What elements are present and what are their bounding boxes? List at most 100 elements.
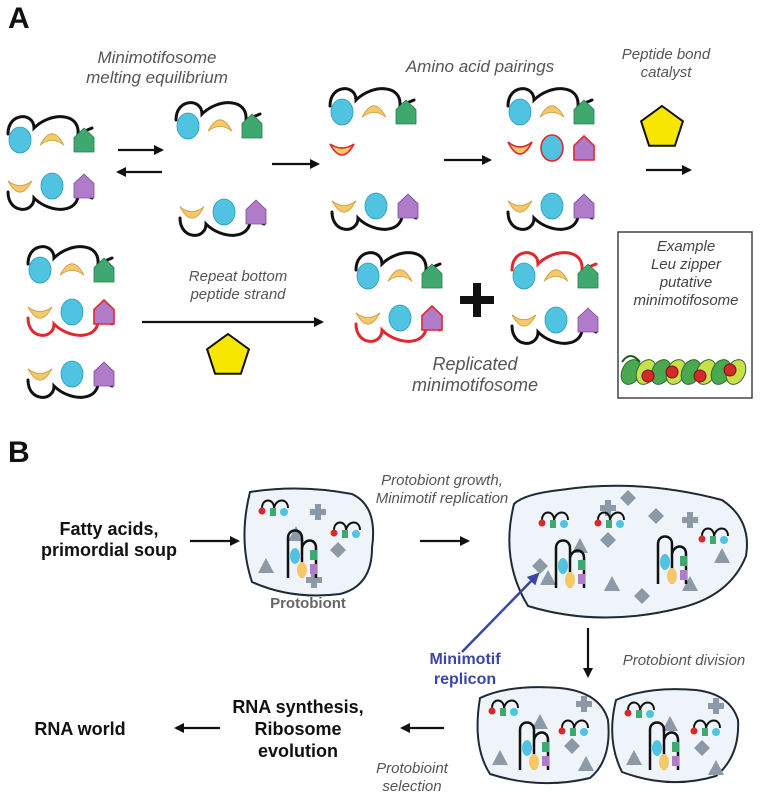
replicon-blue <box>652 740 662 756</box>
replicon-yellow <box>659 754 669 770</box>
chevron-monomer <box>577 263 599 289</box>
panel-b-letter: B <box>8 436 30 469</box>
diamond-shape <box>634 588 650 604</box>
mini-blue <box>280 508 288 516</box>
replicon-yellow <box>667 568 677 584</box>
replicon-yellow <box>565 572 575 588</box>
replicon-green <box>578 560 585 570</box>
mini-motif <box>258 499 289 516</box>
circle-monomer <box>512 262 536 290</box>
triangle-shape <box>540 570 556 585</box>
mini-green <box>570 728 576 736</box>
cross-bar-h <box>306 577 322 583</box>
mini-green <box>710 536 716 544</box>
protobioint-selection-label: Protobioint selection <box>376 760 448 795</box>
mini-red-dot <box>624 709 632 717</box>
peptide-strand <box>506 87 594 109</box>
diamond-shape <box>564 738 580 754</box>
diamond-shape <box>330 542 346 558</box>
mini-green <box>550 520 556 528</box>
replicon-purple <box>310 564 317 574</box>
chevron-monomer <box>421 263 443 289</box>
circle-monomer <box>40 172 64 200</box>
diamond-shape <box>694 740 710 756</box>
cross-bar-h <box>682 517 698 523</box>
bottom-strand <box>6 172 95 211</box>
triangle-shape <box>492 750 508 765</box>
leu-zipper-helix <box>620 355 747 385</box>
bowl-monomer <box>27 368 53 381</box>
chevron-monomer <box>93 257 115 283</box>
mini-blue <box>352 530 360 538</box>
diamond-shape <box>600 532 616 548</box>
cross-bar-h <box>708 703 724 709</box>
replicon-stack <box>286 529 318 578</box>
replicated-minimotifosome-label: Replicated minimotifosome <box>411 354 539 395</box>
circle-monomer <box>60 360 84 388</box>
replicon-pointer-arrow <box>461 572 540 653</box>
repeat-bottom-label: Repeat bottom peptide strand <box>188 268 288 303</box>
cross-bar-h <box>310 509 326 515</box>
peptide-bond-catalyst-label: Peptide bond catalyst <box>621 46 711 81</box>
mini-blue <box>646 710 654 718</box>
top-strand <box>26 245 115 284</box>
triangle-shape <box>604 576 620 591</box>
mini-red-dot <box>258 507 266 515</box>
mini-motif <box>594 511 625 528</box>
replicon-purple <box>578 574 585 584</box>
melting-equilibrium-label: Minimotifosome melting equilibrium <box>86 48 228 87</box>
triangle-shape <box>258 558 274 573</box>
pentagon-monomer <box>421 304 443 331</box>
circle-monomer <box>388 304 412 332</box>
peptide-strand <box>354 251 442 273</box>
bowl-monomer <box>511 314 537 327</box>
replicon-stack <box>656 535 688 584</box>
peptide-strand <box>330 209 418 231</box>
amino-acid-pairings-label: Amino acid pairings <box>405 57 555 76</box>
leucine-residue <box>723 363 737 377</box>
mini-motif <box>538 511 569 528</box>
triangle-shape <box>662 716 678 731</box>
bottom-strand <box>26 360 115 399</box>
top-strand <box>506 87 595 126</box>
mini-motif <box>488 699 519 716</box>
triangle-shape <box>532 714 548 729</box>
minimotif-replicon-label: Minimotif replicon <box>429 651 501 688</box>
pentagon-monomer <box>245 199 267 225</box>
triangle-shape <box>708 760 724 775</box>
mini-blue <box>560 520 568 528</box>
cross-bar-h <box>600 505 616 511</box>
cross-bar-h <box>576 701 592 707</box>
top-strand <box>174 101 263 140</box>
triangle-shape <box>714 548 730 563</box>
circle-monomer <box>508 98 532 126</box>
example-box-label: Example Leu zipper putative minimotifoso… <box>633 238 739 309</box>
peptide-strand <box>178 215 266 237</box>
mini-green <box>270 508 276 516</box>
peptide-strand <box>26 377 114 399</box>
mini-motif <box>624 701 655 718</box>
bowl-monomer <box>39 133 65 146</box>
complement-strand <box>26 298 115 337</box>
replicon-strand <box>656 535 688 584</box>
peptide-strand <box>6 189 94 211</box>
leucine-residue <box>665 365 679 379</box>
replicon-strand <box>518 721 550 770</box>
peptide-strand <box>354 321 442 343</box>
triangle-shape <box>682 576 698 591</box>
bowl-monomer <box>361 105 387 118</box>
bowl-monomer <box>387 269 413 282</box>
top-complement-strand <box>510 251 599 290</box>
top-strand <box>328 87 417 126</box>
paired-monomers <box>507 134 595 162</box>
chevron-monomer <box>573 99 595 125</box>
cross-shape <box>708 698 724 714</box>
circle-monomer <box>544 306 568 334</box>
paired-bowl <box>329 143 355 156</box>
triangle-shape <box>578 756 594 771</box>
replicon-blue <box>522 740 532 756</box>
catalyst-pentagon-top <box>639 104 685 147</box>
circle-monomer <box>540 192 564 220</box>
paired-bowl <box>507 141 533 155</box>
peptide-strand <box>506 209 594 231</box>
